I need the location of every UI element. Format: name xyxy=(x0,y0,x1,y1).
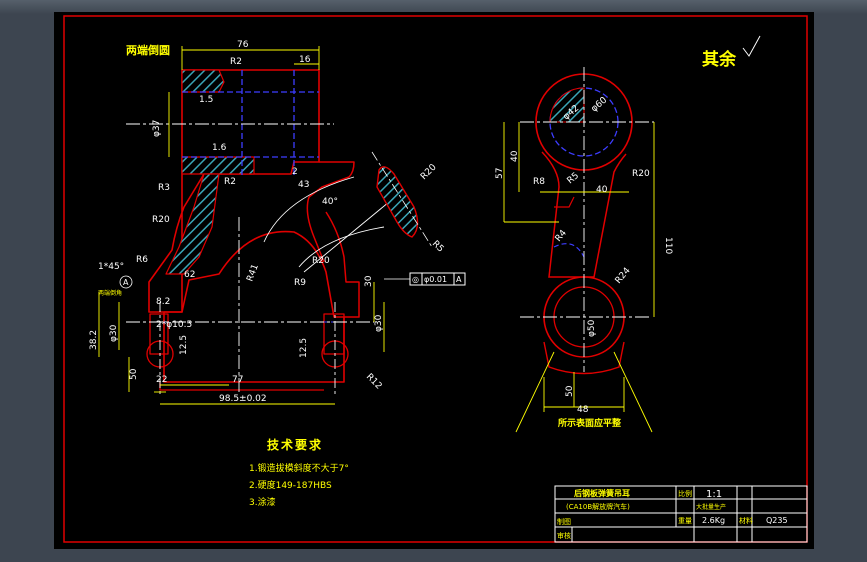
dim-v57: 57 xyxy=(495,168,505,179)
dim-r3: R3 xyxy=(158,183,170,193)
dim-v15: 1.5 xyxy=(199,95,213,105)
dim-chamfer: 1*45° xyxy=(98,262,124,272)
material-value: Q235 xyxy=(766,516,788,525)
dim-r20-b: R20 xyxy=(312,256,330,266)
drawing-sheet: 两端倒圆 其余 76 R2 16 1.5 φ37 1.6 R3 R2 R20 R… xyxy=(54,12,814,549)
tol-ref: A xyxy=(456,275,462,284)
dim-r20-sec: R20 xyxy=(419,162,439,182)
part-sub: (CA10B解放牌汽车) xyxy=(566,502,630,511)
dim-r20: R20 xyxy=(632,169,650,179)
section-detail xyxy=(371,151,433,248)
dim-d60: φ60 xyxy=(590,95,610,114)
dim-r125: 12.5 xyxy=(179,335,189,355)
dim-v40b: 40 xyxy=(596,185,608,195)
bottom-note: 两端倒角 xyxy=(98,289,122,297)
dim-v62: 62 xyxy=(184,270,195,280)
label-check: 审核 xyxy=(557,531,571,540)
front-outline-left xyxy=(148,69,320,313)
dim-d50: φ50 xyxy=(587,319,597,337)
dim-d82: 8.2 xyxy=(156,297,170,307)
dim-holes: 2*φ10.5 xyxy=(156,320,192,330)
dim-top-width: 76 xyxy=(237,40,249,50)
front-view xyxy=(98,46,390,405)
tech-item: 3.涂漆 xyxy=(249,498,276,508)
dim-v50: 50 xyxy=(129,368,139,380)
dim-r4: R4 xyxy=(554,228,570,244)
dim-v110: 110 xyxy=(663,237,673,254)
label-scale: 比例 xyxy=(678,489,692,498)
front-lower-body xyxy=(163,230,345,383)
hatch-top xyxy=(181,69,225,93)
drawing-frame xyxy=(63,15,808,543)
other-finish: 其余 xyxy=(702,49,737,70)
dim-w985: 98.5±0.02 xyxy=(219,394,267,404)
side-note: 所示表面应平整 xyxy=(558,417,621,429)
dim-v22: 22 xyxy=(156,375,167,385)
dim-v16: 1.6 xyxy=(212,143,227,153)
dim-top16: 16 xyxy=(299,55,311,65)
dim-r5: R5 xyxy=(566,171,582,186)
drawing-canvas: 两端倒圆 其余 76 R2 16 1.5 φ37 1.6 R3 R2 R20 R… xyxy=(63,15,808,543)
dim-r2-top: R2 xyxy=(230,57,242,67)
dim-v2: 2 xyxy=(292,167,298,177)
dim-a40: 40° xyxy=(322,197,338,207)
dim-r41: R41 xyxy=(245,263,260,283)
label-material: 材料 xyxy=(739,516,753,525)
dim-w77: 77 xyxy=(232,375,243,385)
dim-r8: R8 xyxy=(533,177,545,187)
dim-r6: R6 xyxy=(136,255,148,265)
dim-r12: R12 xyxy=(364,372,384,392)
dim-d30-r: φ30 xyxy=(374,314,384,332)
hatch-web xyxy=(165,173,220,275)
tech-item: 1.锻造拔模斜度不大于7° xyxy=(249,464,349,474)
label-type: 大批量生产 xyxy=(696,503,726,511)
dim-r5-sec: R5 xyxy=(430,239,446,255)
dim-v30: 30 xyxy=(364,275,374,287)
dim-r125-b: 12.5 xyxy=(299,338,309,358)
tech-item: 2.硬度149-187HBS xyxy=(249,481,332,491)
dim-r9: R9 xyxy=(294,278,306,288)
marker-a: A xyxy=(123,278,129,287)
dim-v40: 40 xyxy=(510,150,520,162)
part-name: 后钢板弹簧吊耳 xyxy=(574,488,630,498)
dim-v43: 43 xyxy=(298,180,309,190)
roughness-symbol xyxy=(742,35,761,57)
title-note: 两端倒圆 xyxy=(126,43,170,57)
tolerance-frame xyxy=(384,272,466,286)
label-draw: 制图 xyxy=(557,517,571,526)
dim-d382: 38.2 xyxy=(89,330,99,350)
label-weight: 重量 xyxy=(678,517,692,525)
tol-val: φ0.01 xyxy=(424,275,447,284)
title-block xyxy=(554,485,808,543)
dim-d30: φ30 xyxy=(109,324,119,342)
dim-v48: 48 xyxy=(577,405,589,415)
scale-value: 1:1 xyxy=(706,489,722,500)
dim-bore-dia: φ37 xyxy=(152,120,162,137)
side-view xyxy=(503,67,655,433)
dim-r20-left: R20 xyxy=(152,215,170,225)
dim-v50-side: 50 xyxy=(565,385,575,397)
tol-sym: ◎ xyxy=(412,275,419,284)
dim-r24: R24 xyxy=(614,266,633,286)
hatch-mid xyxy=(181,156,255,175)
weight-value: 2.6Kg xyxy=(702,516,725,525)
tech-requirements: 技术要求 1.锻造拔模斜度不大于7° 2.硬度149-187HBS 3.涂漆 xyxy=(249,436,349,512)
tech-heading: 技术要求 xyxy=(267,438,324,452)
dim-r2-mid: R2 xyxy=(224,177,236,187)
